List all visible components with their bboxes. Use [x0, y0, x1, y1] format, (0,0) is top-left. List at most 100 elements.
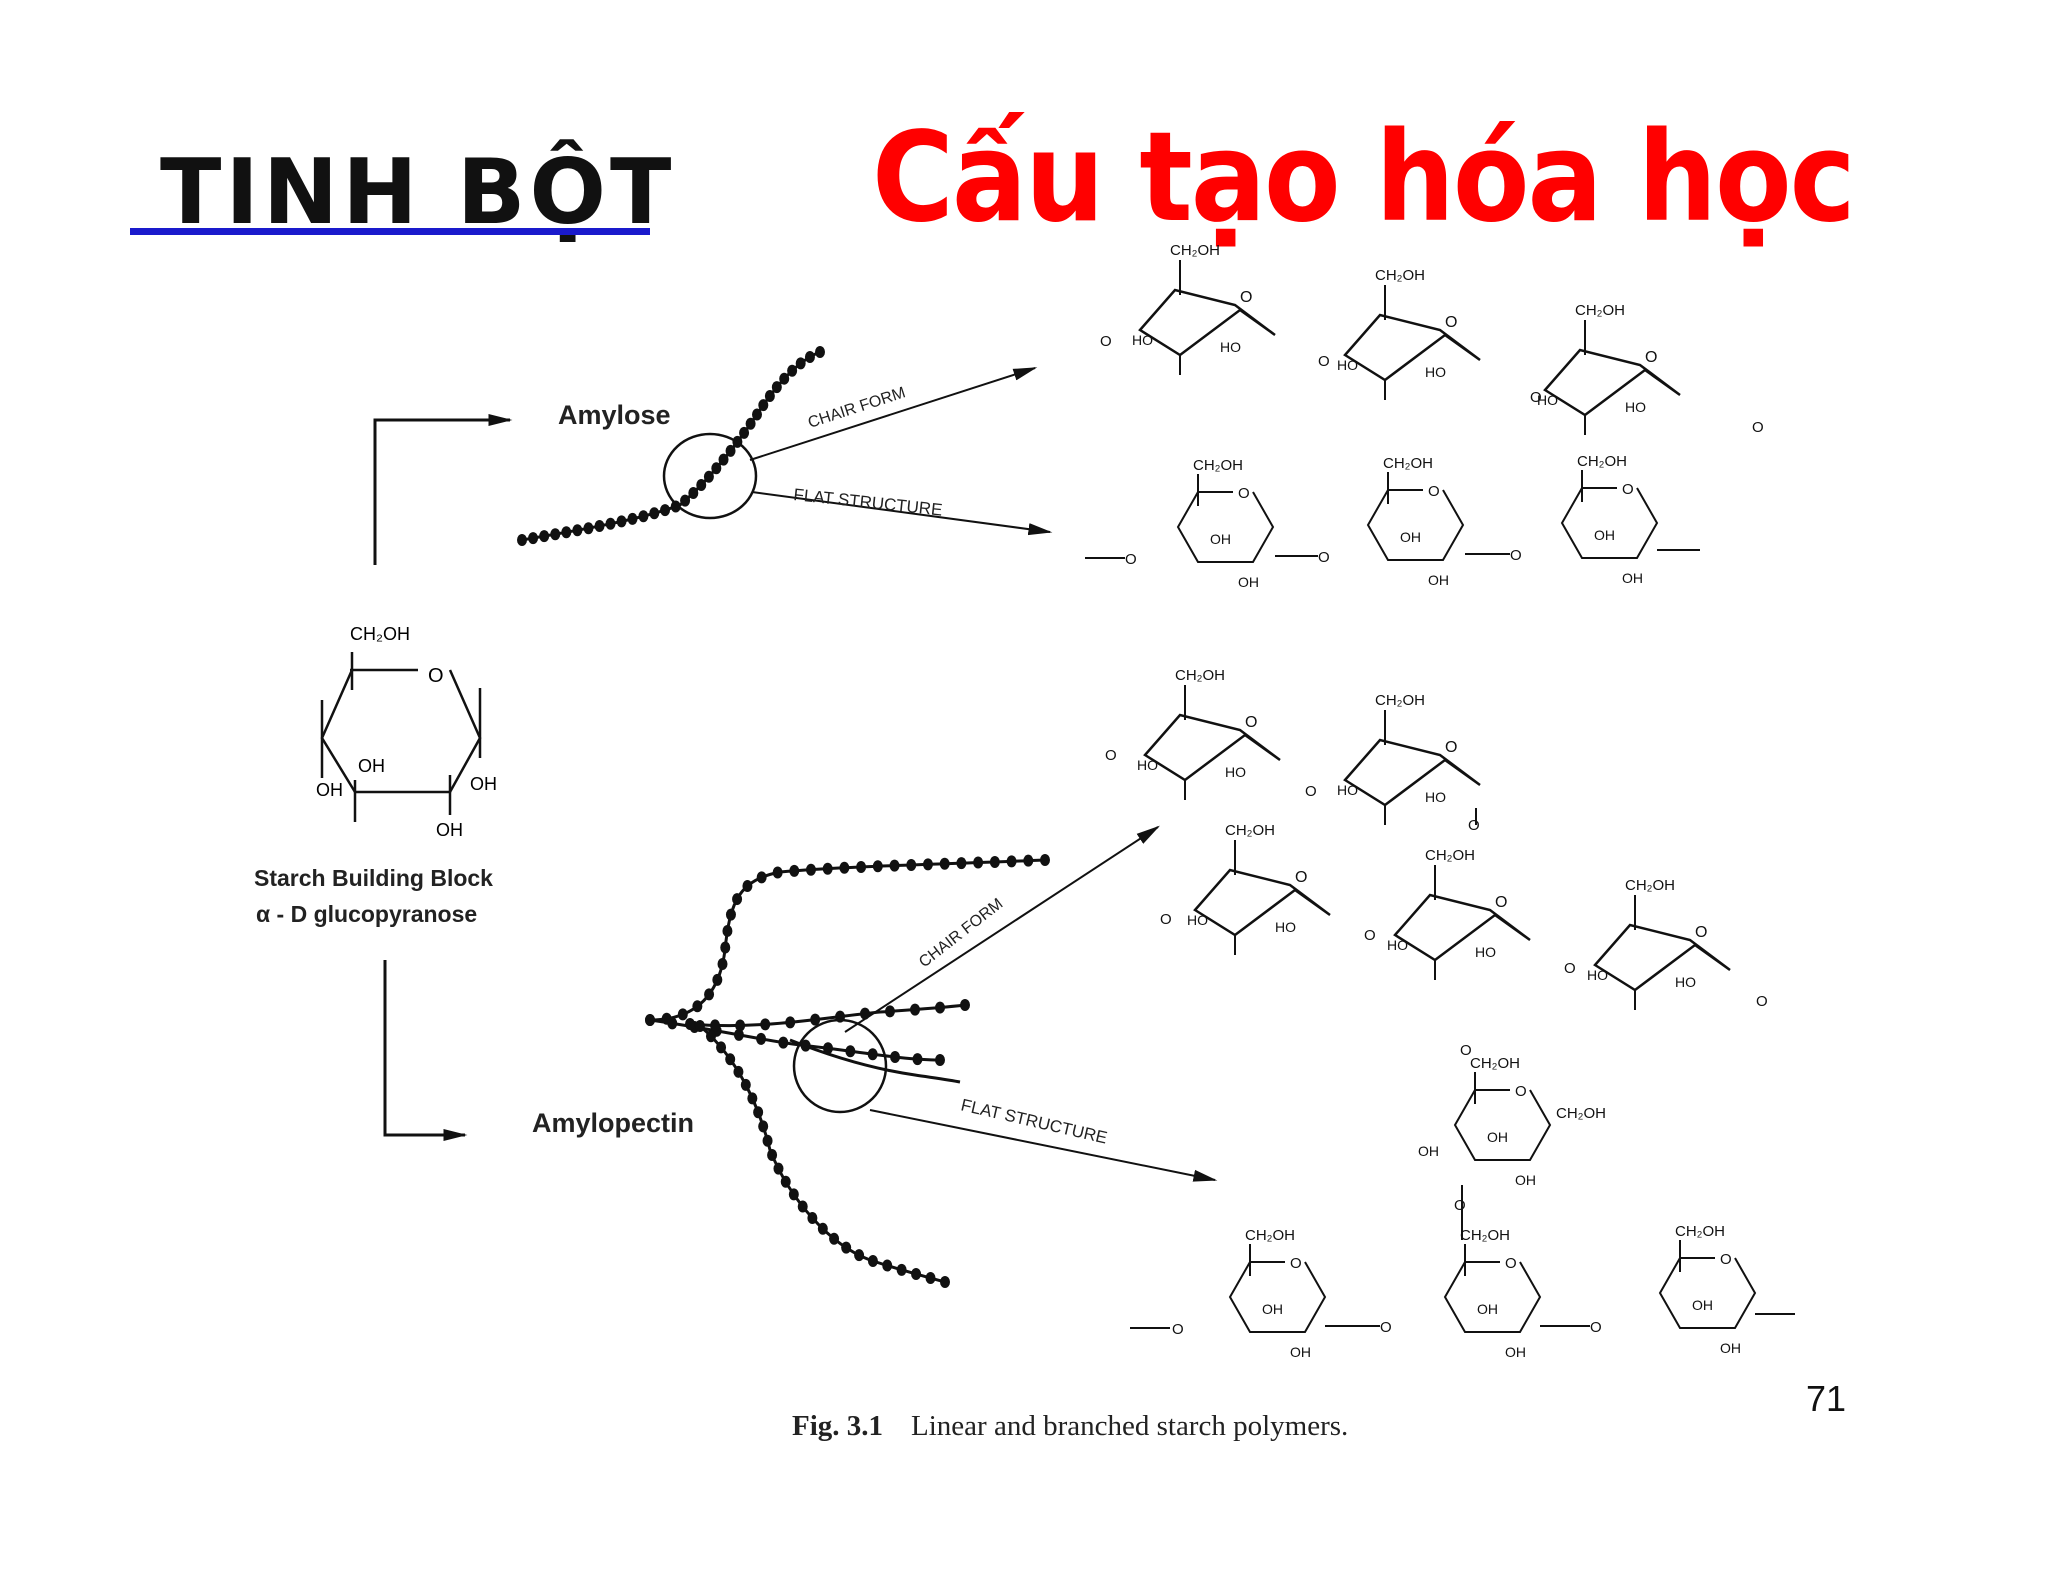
chain-bead: [725, 444, 736, 457]
chain-bead: [539, 530, 550, 543]
chem-label: HO: [1675, 974, 1696, 990]
chem-label: O: [1240, 289, 1252, 306]
block-ch2oh-label: CH₂OH: [350, 624, 410, 644]
chem-label: CH₂OH: [1383, 455, 1433, 472]
chem-label: OH: [1515, 1172, 1536, 1188]
chain-bead: [807, 1211, 818, 1224]
chain-bead: [841, 1241, 852, 1254]
chem-label: OH: [1418, 1143, 1439, 1159]
chem-label: HO: [1132, 332, 1153, 348]
amylopectin-label: Amylopectin: [532, 1108, 694, 1138]
chem-label: OH: [1210, 531, 1231, 547]
chem-label: OH: [1622, 570, 1643, 586]
chain-bead: [616, 515, 627, 528]
chain-bead: [882, 1259, 893, 1272]
chain-bead: [704, 988, 715, 1001]
chain-bead: [677, 1008, 688, 1021]
chain-bead: [753, 1106, 764, 1119]
caption-text: Linear and branched starch polymers.: [911, 1410, 1349, 1442]
chain-bead: [758, 399, 769, 412]
chain-bead: [800, 1039, 811, 1052]
title-underline: [130, 228, 650, 235]
chem-label: OH: [1400, 529, 1421, 545]
chem-label: HO: [1387, 937, 1408, 953]
chem-label: O: [1756, 993, 1768, 1010]
chain-bead: [810, 1013, 821, 1026]
chain-bead: [780, 1175, 791, 1188]
chem-label: O: [1460, 1042, 1472, 1059]
chain-bead: [717, 958, 728, 971]
chem-label: O: [1172, 1321, 1184, 1338]
block-ring-oxygen: O: [428, 665, 444, 687]
chain-bead: [906, 858, 917, 871]
chain-bead: [1006, 855, 1017, 868]
chem-label: HO: [1337, 782, 1358, 798]
chain-bead: [940, 1276, 950, 1288]
chain-bead: [788, 1188, 799, 1201]
slide-subtitle: Cấu tạo hóa học: [872, 106, 1856, 250]
chain-bead: [638, 510, 649, 523]
chain-bead: [856, 861, 867, 874]
chain-bead: [872, 860, 883, 873]
chain-bead: [667, 1017, 678, 1030]
amylose-chain: [517, 346, 825, 546]
chain-bead: [935, 1001, 946, 1014]
chain-bead: [695, 1020, 705, 1032]
building-block-label-2: α - D glucopyranose: [256, 901, 477, 927]
chem-label: CH₂OH: [1460, 1227, 1510, 1244]
chem-label: OH: [1262, 1301, 1283, 1317]
chem-label: O: [1495, 894, 1507, 911]
chem-label: O: [1590, 1319, 1602, 1336]
chain-bead: [739, 426, 750, 439]
chem-label: O: [1564, 960, 1576, 977]
chain-bead: [839, 861, 850, 874]
chem-label: O: [1125, 551, 1137, 568]
chem-label: O: [1428, 483, 1440, 500]
amylopectin-chair-form-label: CHAIR FORM: [916, 895, 1006, 971]
chain-bead: [720, 941, 731, 954]
building-block-label-1: Starch Building Block: [254, 865, 493, 891]
chain-bead: [939, 857, 950, 870]
chem-label: O: [1445, 314, 1457, 331]
chain-bead: [710, 1019, 721, 1032]
chain-bead: [773, 1162, 784, 1175]
chem-label: HO: [1425, 789, 1446, 805]
chem-label: OH: [1477, 1301, 1498, 1317]
chain-bead: [550, 528, 561, 541]
chain-bead: [804, 351, 815, 364]
block-oh-label-3: OH: [470, 774, 497, 794]
chem-label: HO: [1275, 919, 1296, 935]
chem-label: CH₂OH: [1375, 267, 1425, 284]
chain-bead: [722, 924, 733, 937]
chain-bead: [703, 470, 714, 483]
chain-bead: [594, 520, 605, 533]
chain-bead: [912, 1053, 923, 1066]
chem-label: O: [1318, 549, 1330, 566]
chem-label: OH: [1428, 572, 1449, 588]
chem-label: O: [1364, 927, 1376, 944]
chem-label: HO: [1425, 364, 1446, 380]
chain-bead: [705, 1030, 716, 1043]
chem-label: CH₂OH: [1556, 1105, 1606, 1122]
chain-bead: [733, 1028, 744, 1041]
chem-label: HO: [1225, 764, 1246, 780]
chem-label: HO: [1220, 339, 1241, 355]
chain-bead: [823, 1042, 834, 1055]
chem-label: OH: [1720, 1340, 1741, 1356]
chain-bead: [889, 859, 900, 872]
chem-label: O: [1238, 485, 1250, 502]
chem-label: O: [1515, 1083, 1527, 1100]
block-oh-label-1: OH: [358, 756, 385, 776]
chem-label: O: [1290, 1255, 1302, 1272]
chem-label: O: [1380, 1319, 1392, 1336]
chain-bead: [989, 855, 1000, 868]
